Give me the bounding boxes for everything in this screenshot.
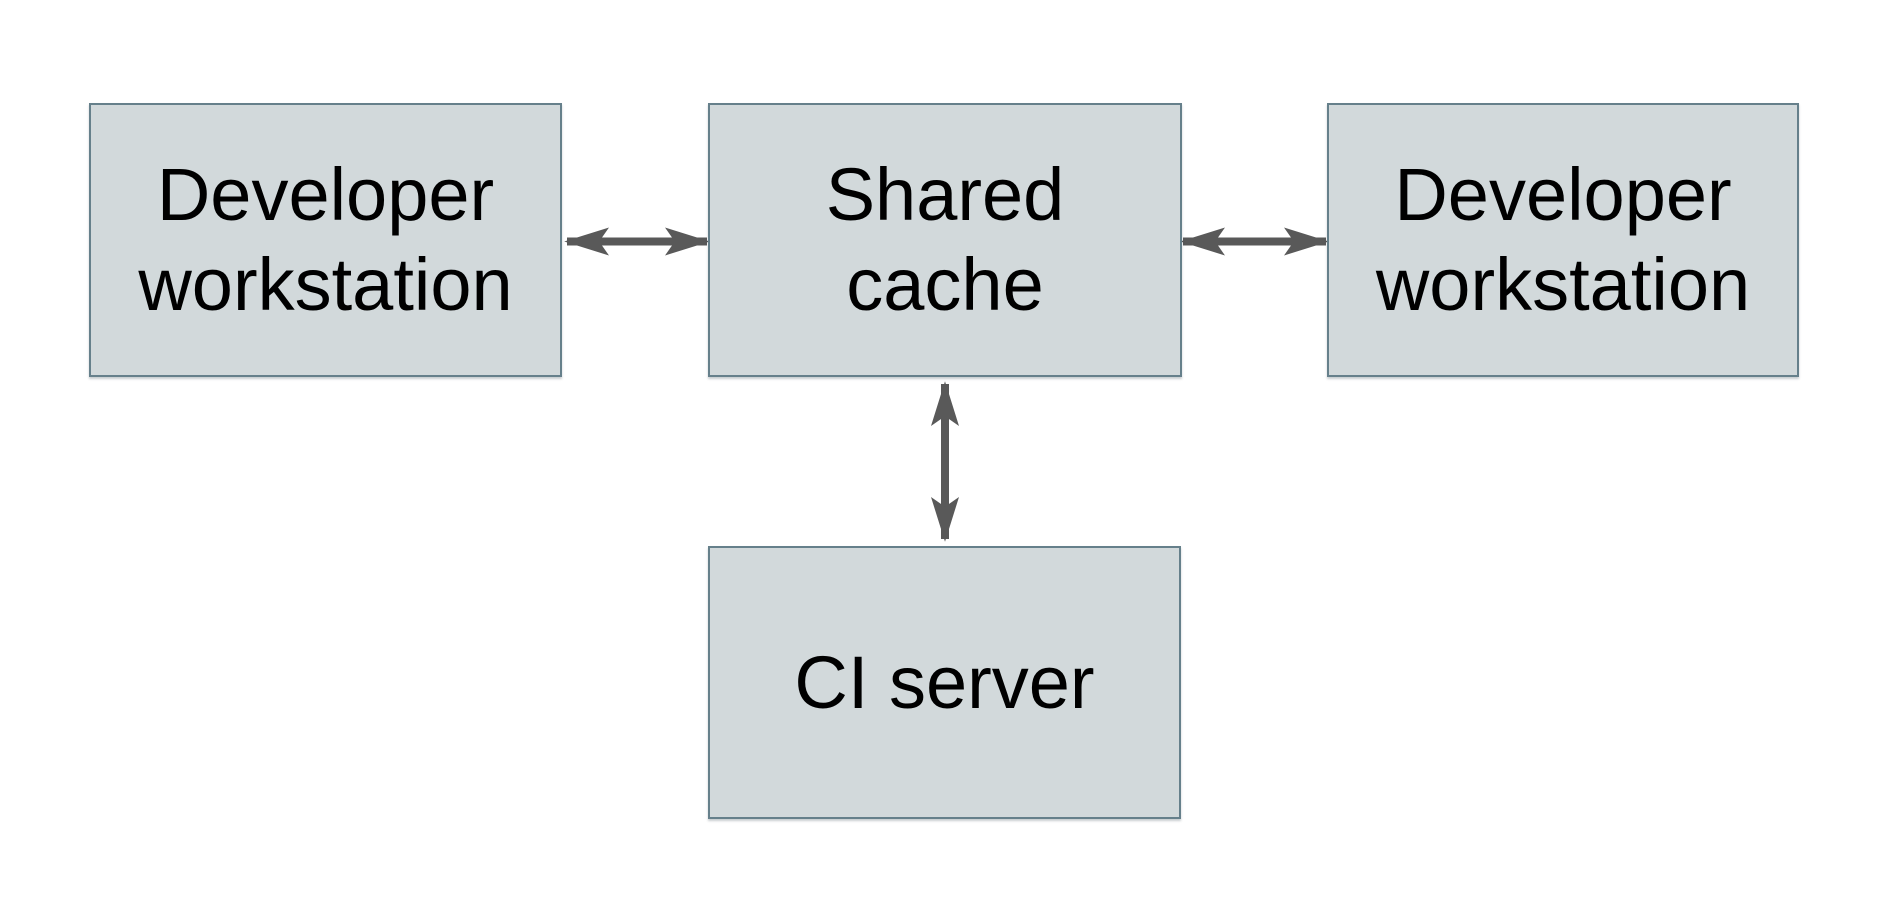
node-developer-workstation-left: Developer workstation: [89, 103, 562, 377]
node-label: Developer workstation: [138, 153, 513, 326]
node-label: Shared cache: [825, 153, 1065, 326]
node-shared-cache: Shared cache: [708, 103, 1182, 377]
node-ci-server: CI server: [708, 546, 1181, 819]
node-label: Developer workstation: [1375, 153, 1751, 326]
node-developer-workstation-right: Developer workstation: [1327, 103, 1799, 377]
node-label: CI server: [794, 640, 1095, 724]
